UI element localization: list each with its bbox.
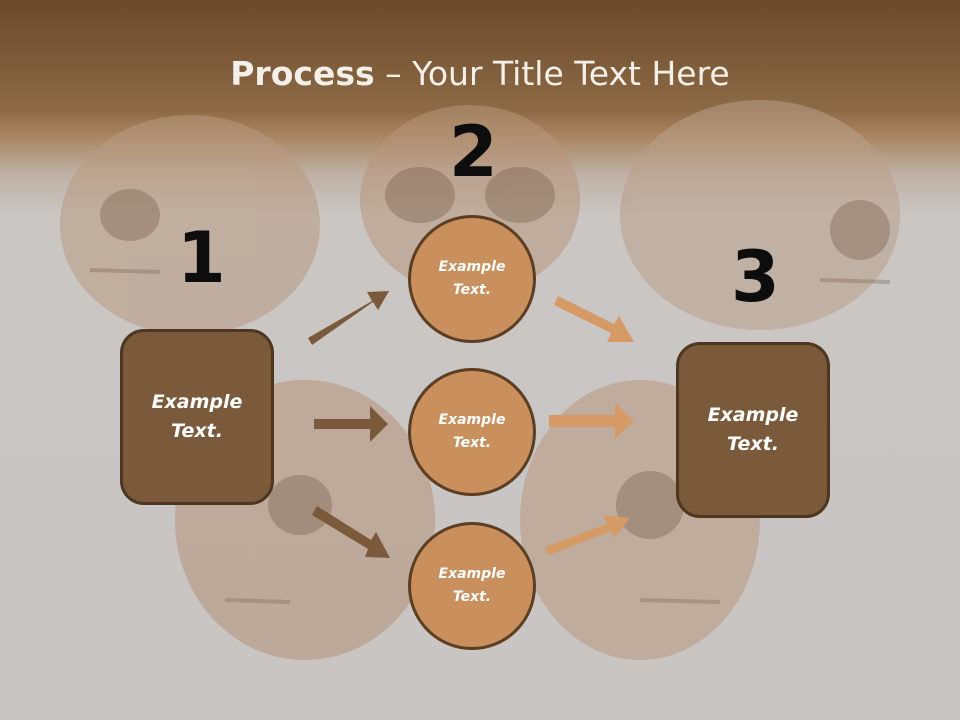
title-bold: Process: [230, 54, 375, 93]
step-number-1: 1: [177, 217, 226, 299]
arrow-right-mid: [549, 403, 634, 439]
arrow-left-up: [308, 291, 389, 345]
left-arrows: [308, 291, 390, 558]
circle-bottom-text: Example Text.: [438, 566, 506, 605]
left-box-text: Example Text.: [151, 391, 243, 442]
circle-middle: Example Text.: [408, 368, 536, 496]
right-process-box: Example Text.: [676, 342, 830, 518]
arrow-right-up: [554, 296, 634, 342]
circle-bottom: Example Text.: [408, 522, 536, 650]
circle-top-text: Example Text.: [438, 259, 506, 298]
circle-middle-text: Example Text.: [438, 412, 506, 451]
arrow-left-down: [312, 506, 390, 558]
right-box-text: Example Text.: [707, 404, 799, 455]
step-number-2: 2: [449, 111, 498, 193]
title-rest: – Your Title Text Here: [374, 54, 730, 93]
slide-title: Process – Your Title Text Here: [0, 52, 960, 96]
arrow-left-mid: [314, 406, 388, 442]
right-arrows: [545, 296, 634, 555]
arrow-right-down: [545, 515, 630, 555]
step-number-3: 3: [731, 236, 780, 318]
left-process-box: Example Text.: [120, 329, 274, 505]
circle-top: Example Text.: [408, 215, 536, 343]
